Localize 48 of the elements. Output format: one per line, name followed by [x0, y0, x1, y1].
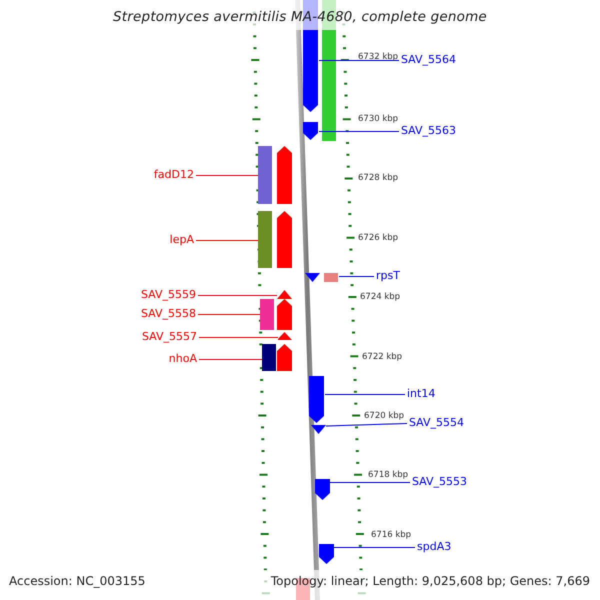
gene-feature: [278, 332, 292, 340]
gene-feature: [258, 146, 292, 204]
gene-label: SAV_5558: [140, 307, 196, 320]
gene-label: rpsT: [376, 269, 400, 282]
genome-info: Accession: NC_003155: [9, 573, 146, 589]
leader-line: [196, 240, 258, 241]
leader-line: [338, 276, 374, 277]
scale-label: 6730 kbp: [358, 114, 398, 125]
scale-label: 6720 kbp: [364, 411, 404, 422]
scale-label: 6726 kbp: [358, 233, 398, 244]
gene-feature: [303, 122, 319, 140]
scale-label: 6722 kbp: [362, 352, 402, 363]
gene-label: SAV_5563: [401, 124, 456, 137]
genome-info: Topology: linear; Length: 9,025,608 bp; Genes: 7,669: [270, 573, 590, 589]
gene-feature: [309, 376, 325, 423]
gene-feature: [311, 425, 326, 434]
scale-label: 6724 kbp: [360, 292, 400, 303]
scale-label: 6728 kbp: [358, 173, 398, 184]
gene-feature: [260, 299, 292, 330]
gene-feature: [305, 273, 339, 282]
gene-label: spdA3: [417, 540, 452, 553]
gene-label: int14: [407, 387, 436, 400]
gene-label: SAV_5554: [409, 416, 464, 429]
gene-label: SAV_5564: [401, 53, 456, 66]
gene-label: lepA: [170, 233, 194, 246]
title: Streptomyces avermitilis MA-4680, complete genome: [112, 9, 488, 25]
gene-label: fadD12: [154, 168, 194, 181]
leader-line: [318, 131, 400, 132]
gene-label: nhoA: [168, 352, 197, 365]
leader-line: [198, 295, 278, 296]
leader-line: [198, 314, 260, 315]
leader-line: [198, 359, 262, 360]
scale-label: 6716 kbp: [371, 530, 412, 541]
leader-line: [196, 175, 258, 176]
gene-label: SAV_5559: [140, 288, 196, 301]
scale-label: 6732 kbp: [358, 52, 398, 63]
leader-line: [324, 394, 406, 395]
leader-line: [330, 482, 410, 483]
leader-line: [326, 423, 408, 426]
gene-feature: [262, 344, 292, 371]
leader-line: [334, 547, 416, 548]
leader-line: [318, 60, 400, 61]
leader-line: [198, 337, 278, 338]
gene-feature: [315, 479, 330, 500]
scale-label: 6718 kbp: [368, 470, 408, 481]
gene-label: SAV_5553: [412, 475, 468, 488]
gene-label: SAV_5557: [142, 330, 197, 343]
gene-feature: [258, 211, 292, 268]
